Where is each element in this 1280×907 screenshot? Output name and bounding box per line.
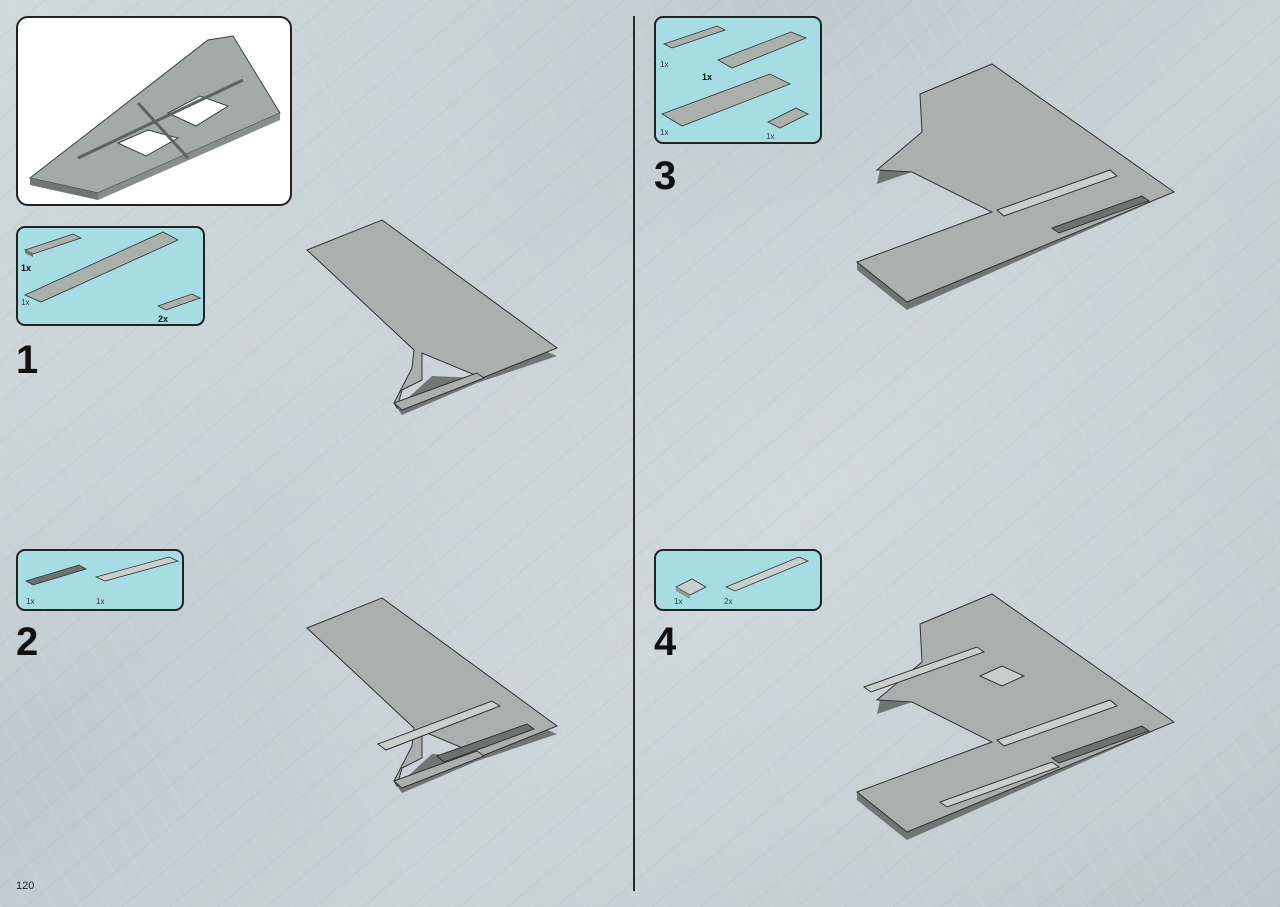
completed-model-icon	[28, 35, 281, 200]
part-plate-2x4-icon	[767, 107, 809, 129]
step-3-assembly-illustration	[855, 63, 1176, 310]
step-3-number: 3	[654, 154, 677, 198]
step-1-part-2-qty: 1x	[21, 298, 30, 307]
step-2-number: 2	[16, 620, 39, 664]
part-tile-light-gray-icon	[94, 556, 180, 582]
step-1-number: 1	[16, 338, 39, 382]
completed-model-preview	[16, 16, 292, 206]
part-plate-1x6-icon	[662, 25, 727, 49]
part-plate-large-icon	[24, 231, 179, 303]
step-1-part-1-qty: 1x	[21, 263, 32, 273]
step-3-part-3-qty: 1x	[660, 128, 669, 137]
page-divider	[633, 16, 635, 891]
page-number: 120	[16, 880, 35, 892]
part-tile-2x2-icon	[675, 578, 707, 599]
part-plate-1x4-icon	[156, 293, 202, 311]
step-2-part-2-qty: 1x	[96, 597, 105, 606]
part-plate-4x10-icon	[661, 73, 791, 127]
step-3-parts-callout: 1x 1x 1x 1x	[654, 16, 822, 144]
step-2-part-1-qty: 1x	[26, 597, 35, 606]
step-4-assembly-illustration	[855, 593, 1176, 840]
step-4-parts-callout: 1x 2x	[654, 549, 822, 611]
step-2-assembly-illustration	[306, 597, 559, 793]
step-1-part-3-qty: 2x	[158, 314, 169, 324]
part-tile-dark-gray-icon	[24, 564, 88, 586]
step-1-assembly-illustration	[306, 219, 559, 415]
step-4-number: 4	[654, 620, 677, 664]
step-4-part-2-qty: 2x	[724, 597, 733, 606]
step-2-parts-callout: 1x 1x	[16, 549, 184, 611]
part-plate-2x8-icon	[717, 31, 808, 69]
step-3-part-4-qty: 1x	[766, 132, 775, 141]
step-4-part-1-qty: 1x	[674, 597, 683, 606]
step-1-parts-callout: 1x 1x 2x	[16, 226, 205, 326]
step-3-part-1-qty: 1x	[660, 60, 669, 69]
part-tile-1x8-icon	[724, 556, 810, 592]
step-3-part-2-qty: 1x	[702, 72, 713, 82]
part-plate-1x6-icon	[23, 233, 83, 257]
